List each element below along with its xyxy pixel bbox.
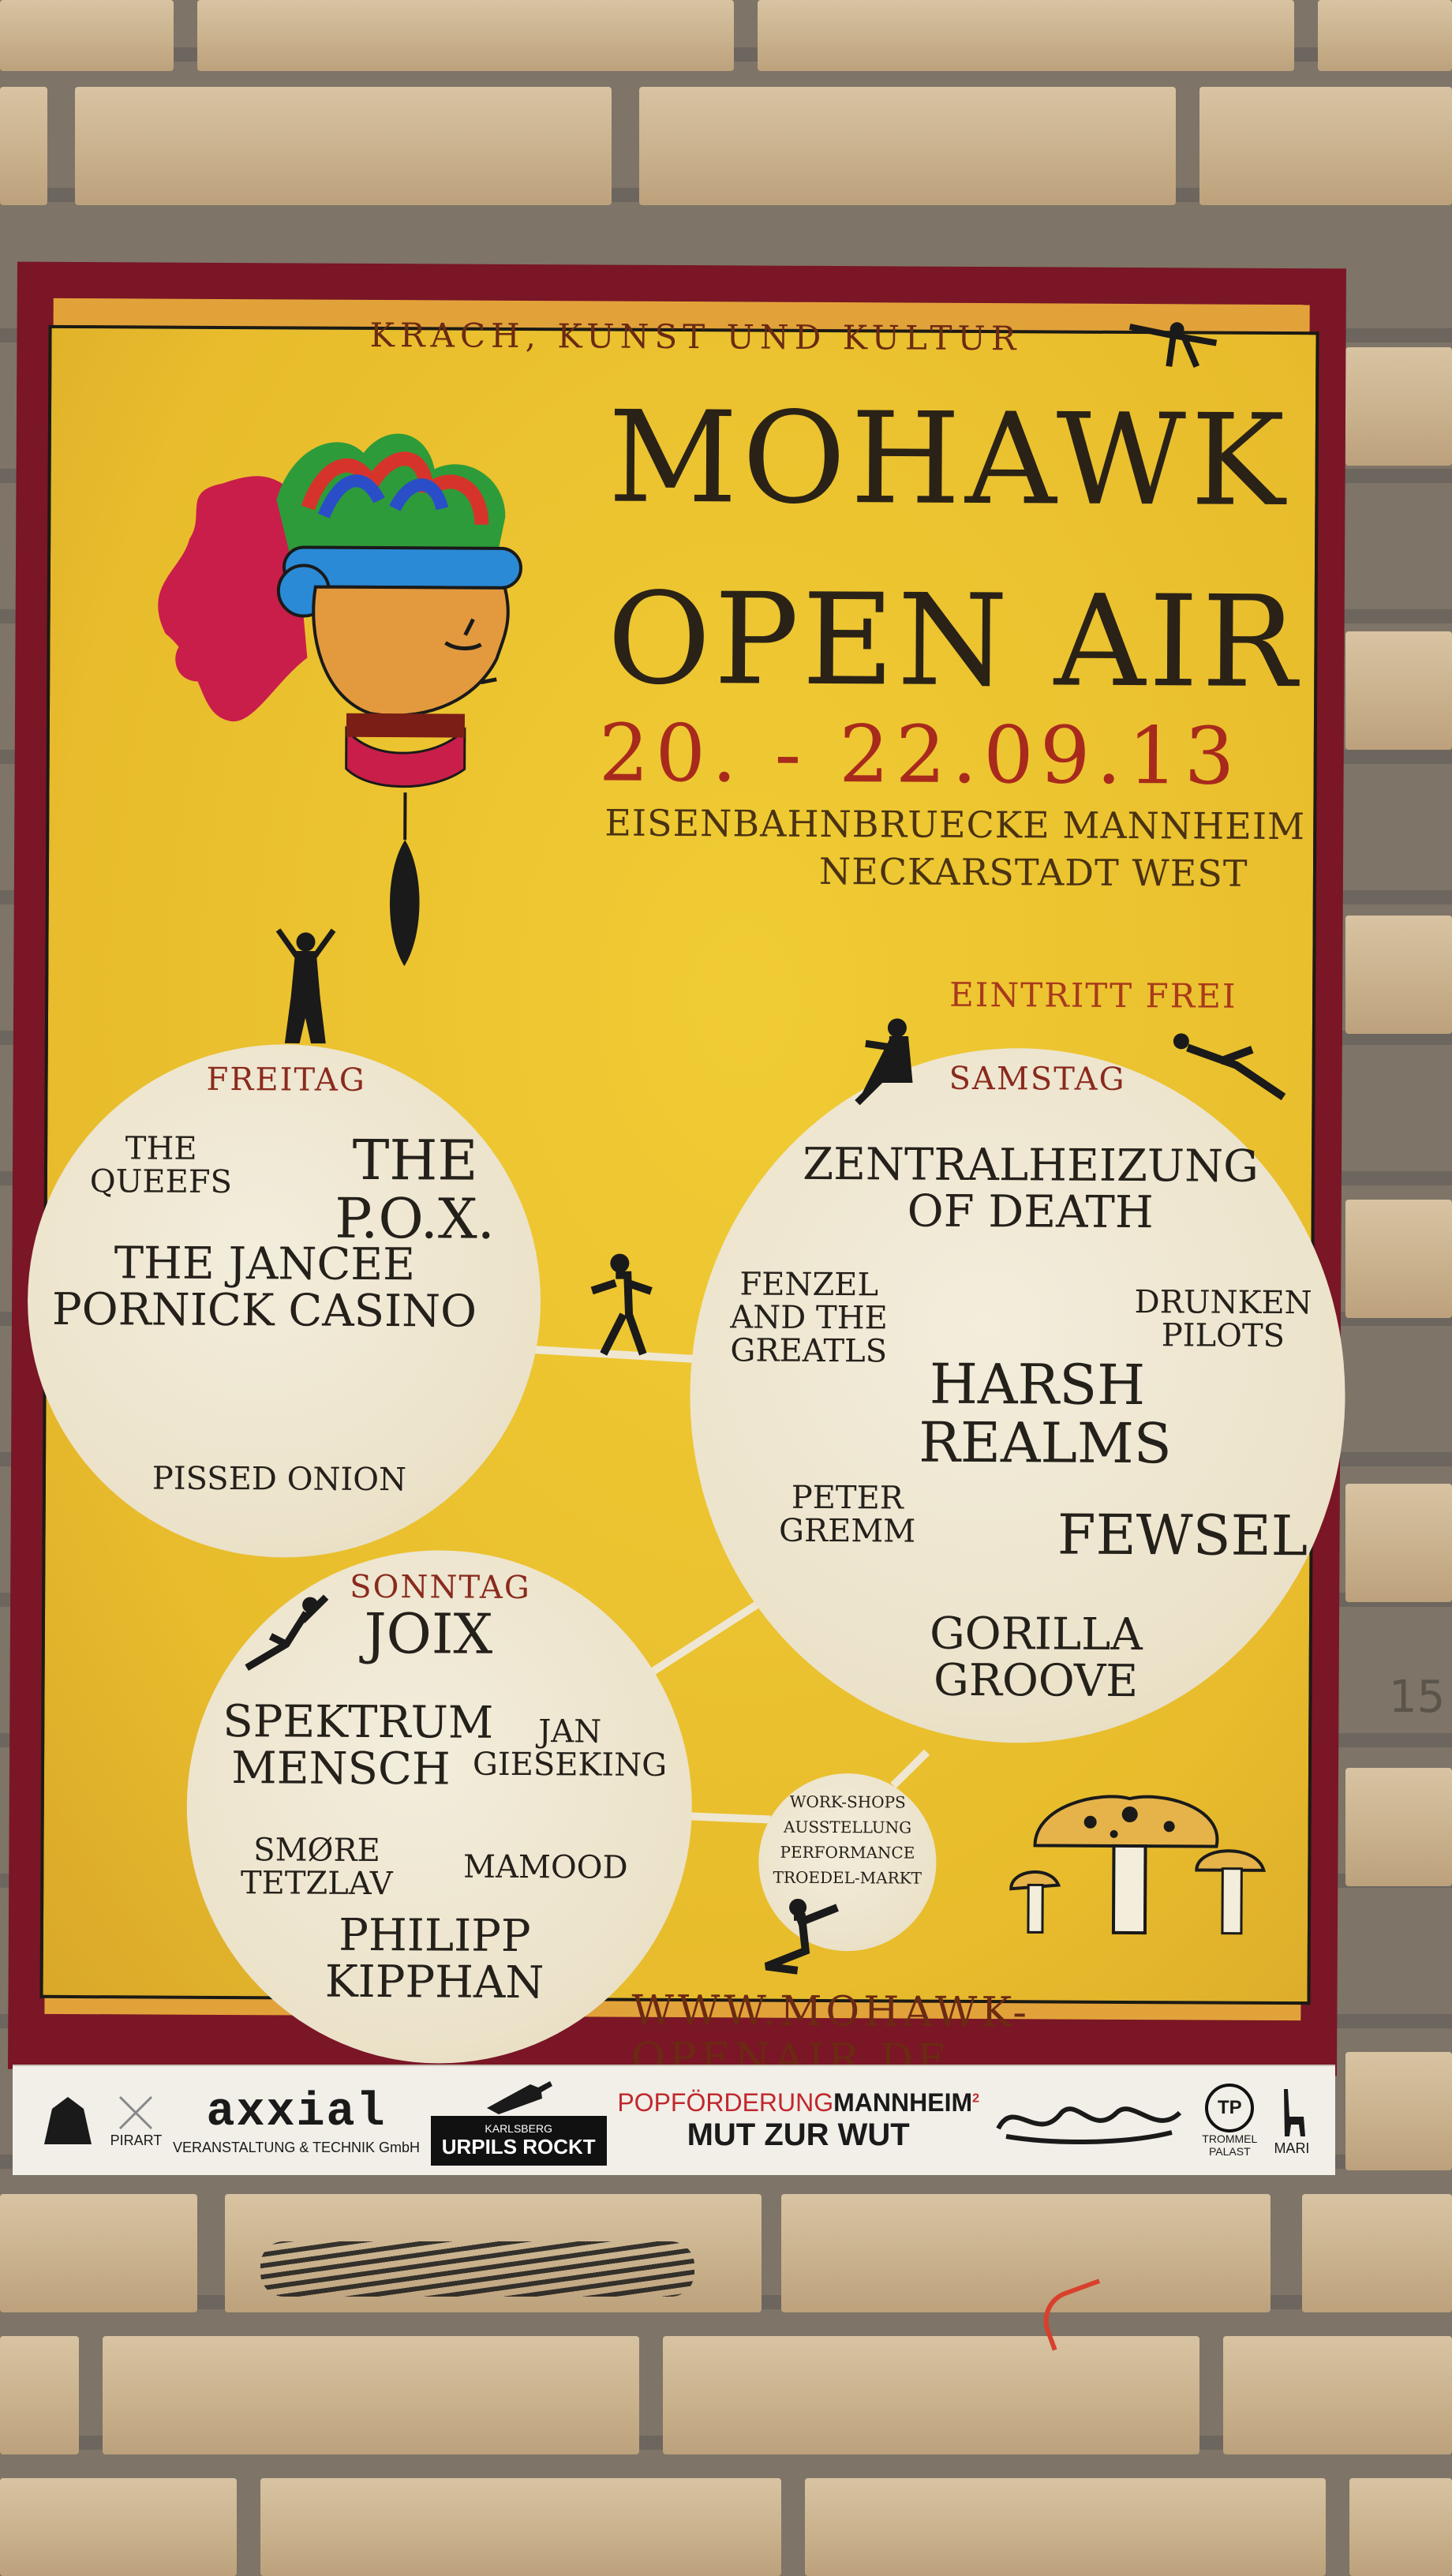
brick bbox=[1345, 347, 1452, 466]
extra-item: AUSSTELLUNG bbox=[784, 1817, 912, 1837]
act-the-queefs: THE QUEEFS bbox=[89, 1130, 233, 1201]
poster-dates: 20. - 22.09.13 bbox=[598, 706, 1241, 803]
sunday-label: SONNTAG bbox=[350, 1568, 531, 1607]
brick bbox=[758, 0, 1294, 71]
sponsor-strip: PIRART axxial VERANSTALTUNG & TECHNIK Gm… bbox=[13, 2065, 1335, 2175]
act-harsh-realms: HARSH REALMS bbox=[918, 1351, 1172, 1476]
admission-label: EINTRITT FREI bbox=[949, 975, 1237, 1016]
sponsor-popfoerderung: POPFÖRDERUNGMANNHEIM2 MUT ZUR WUT bbox=[617, 2088, 979, 2153]
act-fewsel: FEWSEL bbox=[1057, 1502, 1308, 1569]
act-pissed-onion: PISSED ONION bbox=[152, 1460, 407, 1499]
leaping-figure-silhouette bbox=[1173, 1033, 1286, 1101]
act-smore-tetzlav: SMØRE TETZLAV bbox=[240, 1832, 393, 1903]
brick bbox=[1349, 2478, 1452, 2576]
brick bbox=[805, 2478, 1326, 2576]
brick bbox=[0, 87, 47, 205]
act-the-pox: THE P.O.X. bbox=[335, 1127, 496, 1252]
brick bbox=[1345, 1484, 1452, 1602]
act-jan-gieseking: JAN GIESEKING bbox=[472, 1713, 668, 1784]
pop-city: MANNHEIM bbox=[833, 2088, 973, 2117]
brick bbox=[0, 2194, 197, 2312]
pirart-label: PIRART bbox=[110, 2132, 163, 2148]
brick bbox=[781, 2194, 1270, 2312]
brick bbox=[1345, 915, 1452, 1034]
bottle-icon bbox=[487, 2080, 553, 2114]
mohawk-head-illustration bbox=[158, 433, 522, 967]
brick bbox=[103, 2336, 639, 2454]
axxial-subtitle: VERANSTALTUNG & TECHNIK bbox=[172, 2139, 376, 2155]
brick bbox=[0, 0, 174, 71]
sponsor-trommelpalast: TP TROMMEL PALAST bbox=[1198, 2084, 1261, 2158]
festival-poster: KRACH, KUNST UND KULTUR MOHAWK OPEN AIR … bbox=[8, 261, 1347, 2084]
llama-icon bbox=[1283, 2088, 1305, 2136]
acrobat-silhouette bbox=[245, 1594, 329, 1672]
poster-title-line2: OPEN AIR bbox=[607, 564, 1300, 717]
extras-list: WORK-SHOPS AUSSTELLUNG PERFORMANCE TROED… bbox=[766, 1789, 929, 1891]
act-drunken-pilots: DRUNKEN PILOTS bbox=[1134, 1284, 1312, 1355]
stretching-figure-silhouette bbox=[1128, 322, 1218, 368]
brick bbox=[1345, 1200, 1452, 1318]
axxial-logo-text: axxial bbox=[206, 2085, 387, 2140]
act-peter-gremm: PETER GREMM bbox=[778, 1479, 916, 1550]
brick bbox=[1318, 0, 1452, 71]
act-mamood: MAMOOD bbox=[463, 1848, 628, 1886]
karlsberg-brand: KARLSBERG bbox=[485, 2121, 552, 2135]
axxial-gmbh: GmbH bbox=[379, 2139, 421, 2155]
pop-sup: 2 bbox=[972, 2091, 980, 2106]
act-fenzel-and-the-greatls: FENZEL AND THE GREATLS bbox=[730, 1266, 888, 1370]
sitting-figure-silhouette bbox=[855, 1018, 913, 1106]
brick bbox=[260, 2478, 781, 2576]
mari-label: MARI bbox=[1274, 2140, 1310, 2156]
brick bbox=[1302, 2194, 1452, 2312]
saturday-label: SAMSTAG bbox=[949, 1060, 1126, 1098]
dancer-silhouette bbox=[275, 928, 336, 1044]
act-jancee-pornick-casino: THE JANCEE PORNICK CASINO bbox=[51, 1237, 477, 1338]
poster-location-line1: EISENBAHNBRUECKE MANNHEIM bbox=[604, 801, 1306, 848]
poster-title-line1: MOHAWK bbox=[608, 383, 1290, 535]
script-logo-icon bbox=[995, 2106, 1181, 2144]
tp-logo-icon: TP bbox=[1205, 2084, 1255, 2132]
brick bbox=[0, 2336, 79, 2454]
poster-tagline: KRACH, KUNST UND KULTUR bbox=[369, 315, 1022, 358]
brick bbox=[1223, 2336, 1452, 2454]
sponsor-pirart bbox=[36, 2093, 99, 2148]
sponsor-pirart-cross: PIRART bbox=[110, 2093, 163, 2149]
act-zentralheizung-of-death: ZENTRALHEIZUNG OF DEATH bbox=[803, 1138, 1259, 1238]
brick bbox=[1345, 2052, 1452, 2170]
karlsberg-slogan-text: URPILS ROCKT bbox=[441, 2134, 596, 2159]
pop-prefix: POPFÖRDERUNG bbox=[617, 2088, 834, 2117]
pop-slogan: MUT ZUR WUT bbox=[687, 2117, 910, 2152]
cross-icon bbox=[119, 2095, 153, 2129]
brick bbox=[0, 2478, 237, 2576]
friday-label: FREITAG bbox=[206, 1061, 366, 1099]
extra-item: WORK-SHOPS bbox=[789, 1792, 906, 1812]
sponsor-mari: MARI bbox=[1272, 2085, 1312, 2157]
brick bbox=[663, 2336, 1199, 2454]
trommelpalast-label: TROMMEL PALAST bbox=[1202, 2132, 1258, 2158]
brick bbox=[75, 87, 612, 205]
sponsor-axxial: axxial VERANSTALTUNG & TECHNIK GmbH bbox=[173, 2086, 420, 2156]
brick bbox=[197, 0, 734, 71]
act-spektrum-mensch: SPEKTRUM MENSCH bbox=[223, 1695, 494, 1795]
pencil-mark: 15 bbox=[1389, 1672, 1446, 1723]
mohawk-logo-icon bbox=[44, 2097, 92, 2144]
act-gorilla-groove: GORILLA GROOVE bbox=[929, 1608, 1143, 1707]
brick bbox=[1345, 1768, 1452, 1886]
extra-item: TROEDEL-MARKT bbox=[773, 1867, 922, 1888]
juggler-silhouette bbox=[590, 1253, 653, 1356]
extra-item: PERFORMANCE bbox=[780, 1842, 915, 1863]
sponsor-script-logo bbox=[990, 2089, 1188, 2152]
poster-location-line2: NECKARSTADT WEST bbox=[818, 849, 1248, 895]
brick bbox=[1199, 87, 1452, 205]
kneeling-figure-silhouette bbox=[764, 1898, 839, 1975]
act-joix: JOIX bbox=[364, 1601, 493, 1667]
act-philipp-kipphan: PHILIPP KIPPHAN bbox=[324, 1909, 544, 2009]
brick bbox=[1345, 631, 1452, 750]
black-scribble bbox=[260, 2241, 694, 2297]
mushrooms-illustration bbox=[1009, 1795, 1267, 1935]
brick bbox=[639, 87, 1176, 205]
